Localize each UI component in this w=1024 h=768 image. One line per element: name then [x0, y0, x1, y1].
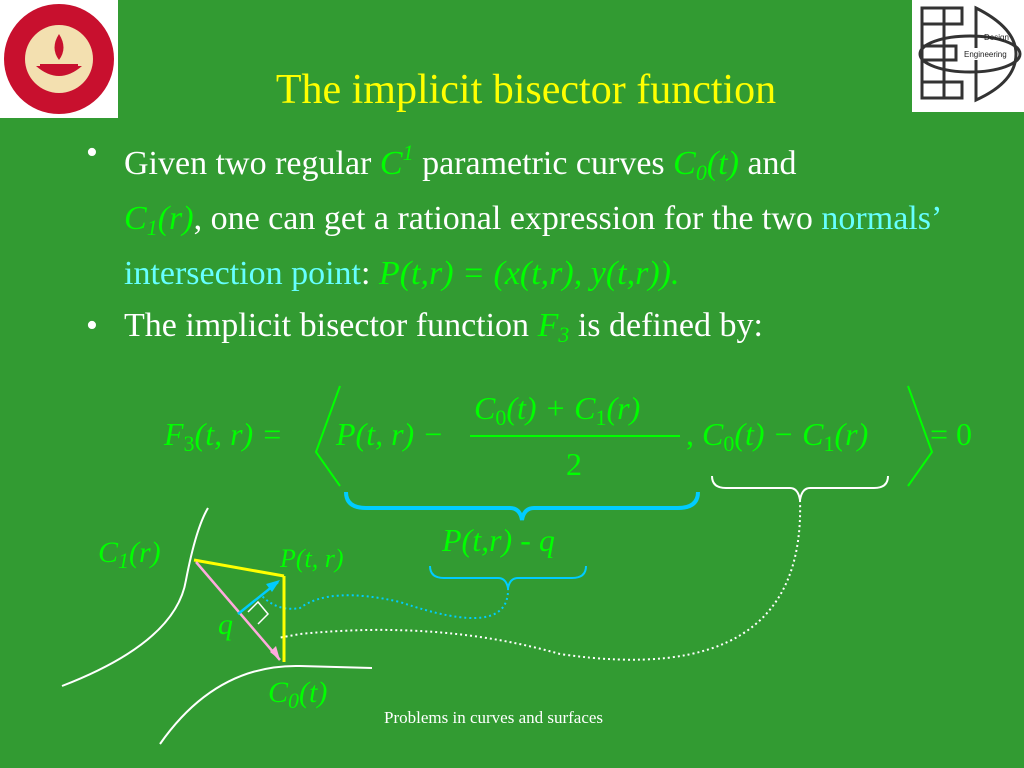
curve-c1: C1(r)	[124, 200, 194, 240]
argument: (t) +	[506, 390, 575, 426]
subscript: 1	[118, 548, 130, 573]
argument: (r)	[606, 390, 641, 426]
subscript: 0	[695, 160, 707, 185]
subscript: 3	[558, 322, 570, 347]
argument: (r)	[157, 200, 194, 237]
curve-class-symbol: C1	[379, 140, 414, 182]
bullet-text: Given two regular	[124, 145, 380, 182]
label-c0: C0(t)	[268, 676, 327, 714]
equation-p-term: P(t, r) −	[336, 416, 444, 453]
symbol-f: F	[537, 307, 559, 344]
symbol-c: C	[379, 145, 403, 182]
bullet-dot: •	[86, 307, 98, 344]
vector-c1-c0	[195, 561, 281, 661]
symbol-c: C	[673, 145, 696, 182]
slide-title: The implicit bisector function	[275, 67, 777, 113]
equation-rhs: = 0	[930, 416, 973, 452]
bullet-text: and	[738, 145, 797, 182]
equation-lhs: F3(t, r) =	[164, 416, 283, 457]
right-angle-bracket	[907, 385, 934, 487]
subscript: 1	[823, 431, 835, 456]
iit-madras-logo-icon	[0, 0, 118, 118]
svg-text:Engineering: Engineering	[964, 50, 1007, 59]
slide-footer: Problems in curves and surfaces	[384, 708, 604, 727]
bullet-list: • Given two regular C1 parametric curves…	[82, 130, 982, 364]
bullet-text: is defined by:	[569, 307, 763, 344]
bullet-text: The implicit bisector function	[124, 307, 538, 344]
vector-q-p-arrowhead	[266, 580, 280, 592]
highlight-text: normals’ intersection point	[124, 200, 940, 292]
normal-line-c1	[193, 558, 285, 578]
argument: (t) −	[734, 416, 803, 452]
bullet-text: :	[361, 255, 379, 292]
bullet-text: , one can get a rational expression for …	[193, 200, 822, 237]
bullet-dot: •	[86, 134, 98, 171]
bullet-item: • Given two regular C1 parametric curves…	[82, 130, 982, 297]
svg-text:Design: Design	[984, 33, 1009, 42]
subscript: 1	[595, 405, 607, 430]
curve-c0-line	[159, 664, 373, 745]
argument: (t)	[299, 676, 328, 709]
equation-separator: ,	[686, 416, 694, 452]
brace-white	[711, 475, 889, 501]
subscript: 0	[723, 431, 735, 456]
symbol-c: C	[702, 416, 724, 452]
bullet-text: parametric curves	[413, 145, 674, 182]
subscript: 3	[183, 431, 195, 456]
subscript: 1	[146, 215, 158, 240]
equation-numerator: C0(t) + C1(r)	[474, 390, 640, 431]
dotted-connector-white	[277, 499, 802, 661]
brace-cyan	[344, 491, 700, 521]
argument: (t, r) =	[194, 416, 283, 452]
argument: (t)	[706, 145, 739, 182]
bullet-item: • The implicit bisector function F3 is d…	[82, 303, 982, 358]
subscript: 0	[495, 405, 507, 430]
symbol-c: C	[268, 676, 289, 709]
curve-c1-line	[61, 507, 209, 687]
left-angle-bracket	[314, 385, 341, 487]
curve-c0: C0(t)	[673, 145, 739, 185]
right-angle-marker	[247, 600, 270, 625]
intersection-expression: P(t,r) = (x(t,r), y(t,r)).	[378, 255, 680, 292]
label-p: P(t, r)	[280, 544, 344, 573]
symbol-c: C	[124, 200, 147, 237]
symbol-c: C	[98, 536, 119, 569]
symbol-c: C	[802, 416, 824, 452]
dotted-connector-cyan	[261, 587, 510, 619]
symbol-c: C	[574, 390, 596, 426]
argument: (r)	[129, 536, 161, 569]
brace-small	[429, 565, 587, 589]
symbol-f: F	[164, 416, 184, 452]
symbol-c: C	[474, 390, 496, 426]
design-engineering-logo-icon: Design Engineering	[912, 0, 1024, 112]
annotation-p-minus-q: P(t,r) - q	[442, 522, 555, 558]
label-q: q	[218, 608, 233, 641]
vector-arrowhead	[270, 646, 280, 660]
argument: P(t, r) −	[336, 416, 444, 452]
label-c1: C1(r)	[98, 536, 161, 574]
equation-difference: C0(t) − C1(r)	[702, 416, 868, 457]
argument: (r)	[834, 416, 869, 452]
subscript: 0	[288, 688, 300, 713]
superscript: 1	[402, 140, 414, 165]
function-f3: F3	[537, 307, 570, 347]
equation-denominator: 2	[566, 446, 582, 482]
